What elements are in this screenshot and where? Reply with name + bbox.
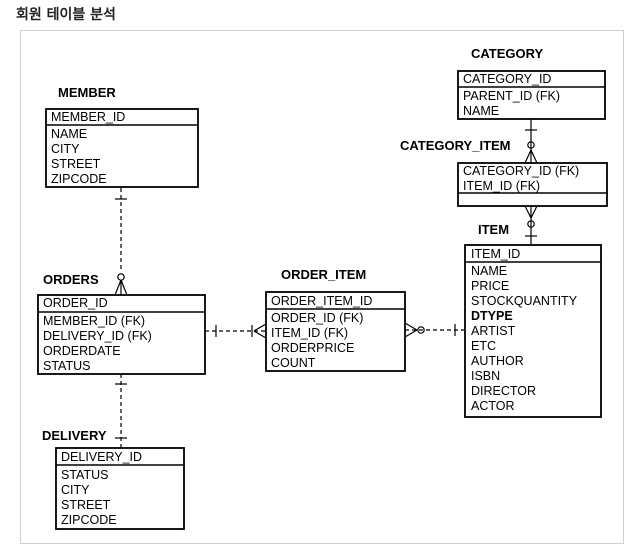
rel-category-categoryitem bbox=[524, 119, 538, 164]
item-attr: ETC bbox=[471, 339, 496, 353]
item-attr: ISBN bbox=[471, 369, 500, 383]
orders-pk: ORDER_ID bbox=[43, 296, 108, 310]
member-attr: NAME bbox=[51, 127, 87, 141]
entity-member: MEMBER MEMBER_ID NAME CITY STREET ZIPCOD… bbox=[45, 85, 199, 188]
item-attr: AUTHOR bbox=[471, 354, 524, 368]
item-attr: ACTOR bbox=[471, 399, 515, 413]
category-attr: NAME bbox=[463, 104, 499, 118]
entity-delivery: DELIVERY DELIVERY_ID STATUS CITY STREET … bbox=[42, 428, 185, 530]
item-pk: ITEM_ID bbox=[471, 247, 520, 261]
entity-item: ITEM ITEM_ID NAME PRICE STOCKQUANTITY DT… bbox=[464, 222, 602, 418]
entity-order-item: ORDER_ITEM ORDER_ITEM_ID ORDER_ID (FK) I… bbox=[265, 267, 406, 372]
rel-orders-orderitem bbox=[205, 323, 267, 339]
delivery-attr: CITY bbox=[61, 483, 90, 497]
delivery-attr: STREET bbox=[61, 498, 111, 512]
orders-attr: ORDERDATE bbox=[43, 344, 121, 358]
item-attr-dtype: DTYPE bbox=[471, 309, 513, 323]
category-item-pk: CATEGORY_ID (FK) bbox=[463, 164, 579, 178]
member-attr: ZIPCODE bbox=[51, 172, 107, 186]
member-attr: STREET bbox=[51, 157, 101, 171]
entity-orders: ORDERS ORDER_ID MEMBER_ID (FK) DELIVERY_… bbox=[37, 272, 206, 375]
entity-title-delivery: DELIVERY bbox=[42, 428, 107, 443]
item-attr: PRICE bbox=[471, 279, 509, 293]
entity-title-category-item: CATEGORY_ITEM bbox=[400, 138, 511, 153]
page-title: 회원 테이블 분석 bbox=[16, 7, 116, 23]
item-attr: NAME bbox=[471, 264, 507, 278]
item-attr: ARTIST bbox=[471, 324, 516, 338]
order-item-attr: ORDERPRICE bbox=[271, 341, 354, 355]
delivery-attr: ZIPCODE bbox=[61, 513, 117, 527]
delivery-pk: DELIVERY_ID bbox=[61, 450, 142, 464]
rel-orderitem-item bbox=[404, 322, 464, 338]
order-item-attr: COUNT bbox=[271, 356, 316, 370]
rel-member-orders bbox=[114, 188, 128, 296]
entity-category-item: CATEGORY_ITEM CATEGORY_ID (FK) ITEM_ID (… bbox=[400, 138, 608, 207]
item-attr: DIRECTOR bbox=[471, 384, 536, 398]
category-attr: PARENT_ID (FK) bbox=[463, 89, 560, 103]
category-item-attr: ITEM_ID (FK) bbox=[463, 179, 540, 193]
member-attr: CITY bbox=[51, 142, 80, 156]
item-attr: STOCKQUANTITY bbox=[471, 294, 578, 308]
entity-title-orders: ORDERS bbox=[43, 272, 99, 287]
entity-category: CATEGORY CATEGORY_ID PARENT_ID (FK) NAME bbox=[457, 46, 606, 120]
orders-attr: STATUS bbox=[43, 359, 90, 373]
orders-attr: DELIVERY_ID (FK) bbox=[43, 329, 152, 343]
entity-title-order-item: ORDER_ITEM bbox=[281, 267, 366, 282]
category-pk: CATEGORY_ID bbox=[463, 72, 551, 86]
delivery-attr: STATUS bbox=[61, 468, 108, 482]
entity-title-category: CATEGORY bbox=[471, 46, 544, 61]
order-item-attr: ITEM_ID (FK) bbox=[271, 326, 348, 340]
rel-orders-delivery bbox=[115, 374, 127, 448]
rel-categoryitem-item bbox=[524, 205, 538, 245]
entity-title-item: ITEM bbox=[478, 222, 509, 237]
diagram-frame bbox=[20, 30, 624, 544]
order-item-attr: ORDER_ID (FK) bbox=[271, 311, 363, 325]
entity-title-member: MEMBER bbox=[58, 85, 116, 100]
orders-attr: MEMBER_ID (FK) bbox=[43, 314, 145, 328]
member-pk: MEMBER_ID bbox=[51, 110, 125, 124]
order-item-pk: ORDER_ITEM_ID bbox=[271, 294, 372, 308]
